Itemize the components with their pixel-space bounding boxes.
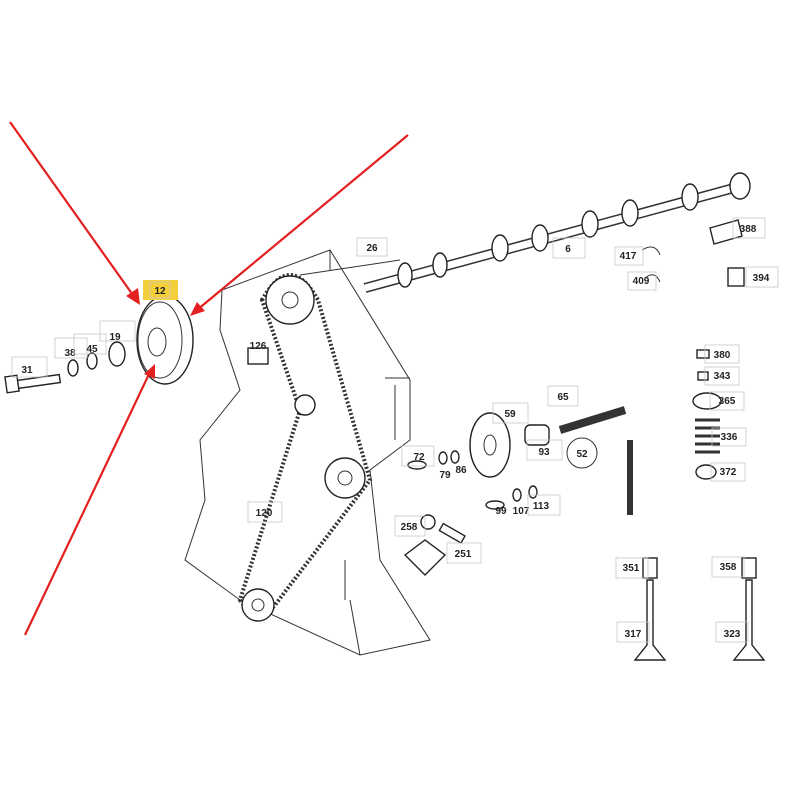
part-label-52[interactable]: 52 (576, 449, 588, 460)
part-label-93[interactable]: 93 (538, 447, 550, 458)
crankshaft-pulley (136, 295, 194, 385)
part-label-72[interactable]: 72 (413, 452, 425, 463)
part-label-107[interactable]: 107 (513, 506, 530, 517)
part-label-86[interactable]: 86 (455, 465, 467, 476)
part-label-323[interactable]: 323 (724, 629, 741, 640)
part-label-59[interactable]: 59 (504, 409, 516, 420)
part-label-358[interactable]: 358 (720, 562, 737, 573)
part-label-45[interactable]: 45 (86, 344, 98, 355)
part-label-251[interactable]: 251 (455, 549, 472, 560)
intermediate-gear (403, 406, 633, 576)
camshaft (363, 172, 751, 293)
part-label-417[interactable]: 417 (620, 251, 637, 262)
part-label-394[interactable]: 394 (753, 273, 770, 284)
engine-block (184, 249, 431, 656)
part-label-31[interactable]: 31 (21, 365, 33, 376)
part-label-19[interactable]: 19 (109, 332, 121, 343)
part-label-113[interactable]: 113 (533, 501, 550, 512)
part-label-317[interactable]: 317 (625, 629, 642, 640)
part-label-38[interactable]: 38 (64, 348, 76, 359)
part-label-365[interactable]: 365 (719, 396, 736, 407)
part-label-126[interactable]: 126 (250, 341, 267, 352)
bolt-and-washers (4, 341, 269, 394)
part-label-65[interactable]: 65 (557, 392, 569, 403)
part-label-6[interactable]: 6 (565, 244, 571, 255)
highlight-box (143, 280, 178, 300)
part-label-258[interactable]: 258 (401, 522, 418, 533)
timing-chain (237, 273, 373, 622)
part-label-388[interactable]: 388 (740, 224, 757, 235)
part-label-380[interactable]: 380 (714, 350, 731, 361)
part-label-409[interactable]: 409 (633, 276, 650, 287)
pointer-arrows (9, 121, 409, 636)
part-labels: 12 31 38 45 19 126 26 6 417 409 388 394 … (11, 217, 779, 643)
part-label-12[interactable]: 12 (154, 286, 166, 297)
part-label-79[interactable]: 79 (439, 470, 451, 481)
valve-parts (633, 219, 766, 661)
part-label-99[interactable]: 99 (495, 506, 507, 517)
part-label-372[interactable]: 372 (720, 467, 737, 478)
part-label-351[interactable]: 351 (623, 563, 640, 574)
part-label-343[interactable]: 343 (714, 371, 731, 382)
part-label-120[interactable]: 120 (256, 508, 273, 519)
part-label-26[interactable]: 26 (366, 243, 378, 254)
part-label-336[interactable]: 336 (721, 432, 738, 443)
